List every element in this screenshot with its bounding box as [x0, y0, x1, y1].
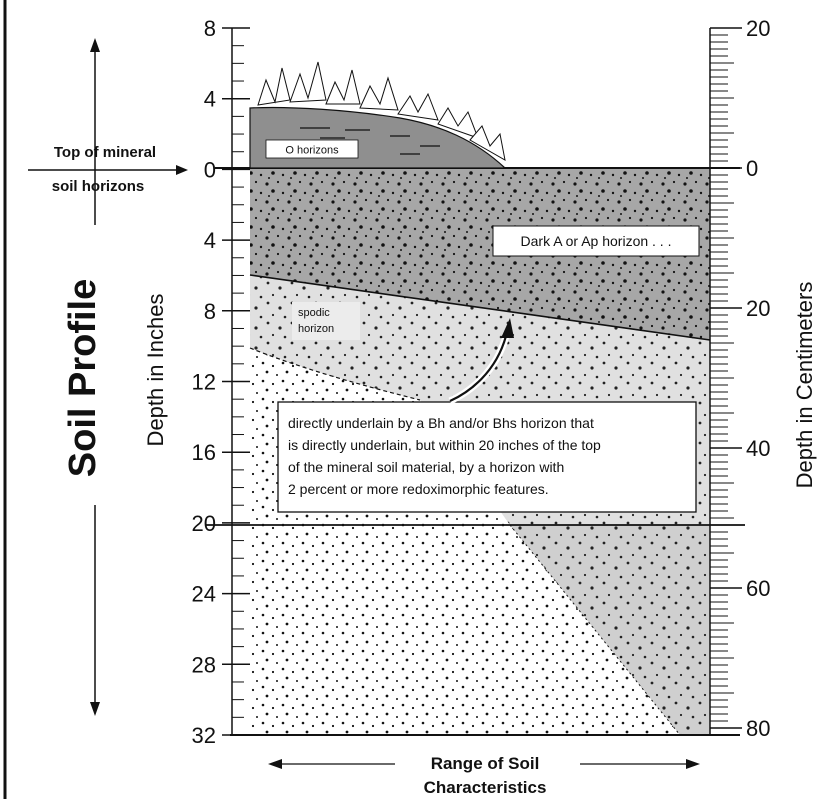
left-tick-label: 28 — [192, 652, 216, 677]
o-horizon-label: O horizons — [285, 145, 339, 157]
a-spodic-boundary — [249, 274, 711, 341]
left-tick-label: 0 — [204, 157, 216, 182]
description-line-1: directly underlain by a Bh and/or Bhs ho… — [288, 415, 594, 431]
right-tick-label: 20 — [746, 16, 770, 41]
o-horizon — [249, 61, 507, 169]
right-tick-label: 60 — [746, 576, 770, 601]
lower-diagonal-boundary — [509, 524, 681, 736]
mineral-top-label-line2: soil horizons — [52, 178, 145, 195]
right-tick-label: 80 — [746, 716, 770, 741]
dark-a-label: Dark A or Ap horizon . . . — [521, 233, 672, 249]
dark-a-label-box — [492, 225, 700, 257]
description-line-4: 2 percent or more redoximorphic features… — [288, 481, 549, 497]
right-tick-label: 20 — [746, 296, 770, 321]
curved-arrow-head — [501, 318, 514, 338]
right-tick-label: 0 — [746, 156, 758, 181]
left-tick-label: 24 — [192, 582, 216, 607]
spodic-label-line1: spodic — [298, 307, 330, 319]
left-tick-label: 32 — [192, 723, 216, 748]
left-tick-label: 16 — [192, 440, 216, 465]
right-axis-label: Depth in Centimeters — [792, 282, 817, 489]
spodic-label-box — [292, 302, 360, 340]
left-tick-label: 4 — [204, 87, 216, 112]
left-axis-label: Depth in Inches — [143, 294, 168, 447]
spodic-label-line2: horizon — [298, 323, 334, 335]
mineral-top-arrow — [28, 165, 188, 175]
diagram-title: Soil Profile — [62, 279, 104, 477]
left-tick-label: 8 — [204, 299, 216, 324]
description-line-2: is directly underlain, but within 20 inc… — [288, 437, 601, 453]
left-tick-label: 8 — [204, 16, 216, 41]
left-tick-label: 20 — [192, 511, 216, 536]
spodic-redox-boundary — [249, 347, 421, 401]
left-axis: 8 4 0 4 8 12 16 20 24 28 32 — [192, 16, 250, 748]
title-arrow — [90, 38, 100, 716]
mineral-top-label-line1: Top of mineral — [54, 144, 156, 161]
left-tick-label: 4 — [204, 228, 216, 253]
right-axis: 20 0 20 40 60 80 — [709, 16, 770, 741]
range-caption-line2: Characteristics — [424, 778, 547, 797]
curved-arrow — [449, 335, 508, 403]
left-tick-label: 12 — [192, 370, 216, 395]
description-box — [277, 401, 697, 513]
right-tick-label: 40 — [746, 436, 770, 461]
description-line-3: of the mineral soil material, by a horiz… — [288, 459, 564, 475]
range-arrows — [268, 759, 700, 769]
range-caption-line1: Range of Soil — [431, 754, 540, 773]
